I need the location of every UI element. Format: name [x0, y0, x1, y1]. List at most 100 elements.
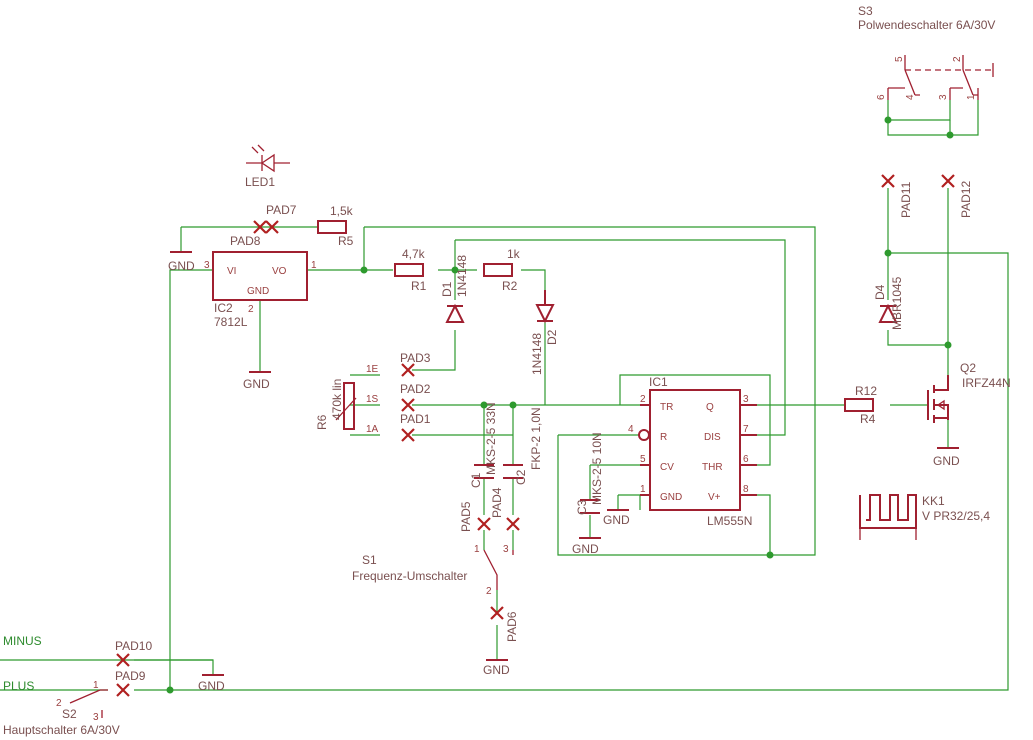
gnd-symbols: GND GND GND GND GND GND GND: [168, 251, 960, 693]
svg-text:R12: R12: [855, 384, 877, 398]
svg-text:V+: V+: [708, 492, 721, 503]
svg-text:6: 6: [876, 94, 887, 100]
svg-text:PAD2: PAD2: [400, 382, 431, 396]
svg-text:1,5k: 1,5k: [330, 204, 354, 218]
svg-text:C3: C3: [575, 499, 589, 515]
svg-text:MBR1045: MBR1045: [890, 276, 904, 330]
svg-text:3: 3: [938, 94, 949, 100]
svg-text:KK1: KK1: [922, 494, 945, 508]
svg-text:PAD9: PAD9: [115, 669, 146, 683]
svg-text:PAD6: PAD6: [505, 611, 519, 642]
svg-text:1A: 1A: [366, 424, 379, 435]
svg-text:7812L: 7812L: [214, 315, 248, 329]
svg-text:5: 5: [640, 454, 646, 465]
svg-text:GND: GND: [603, 513, 630, 527]
svg-text:PAD11: PAD11: [899, 181, 913, 218]
svg-text:LED1: LED1: [245, 175, 275, 189]
led1: LED1: [245, 144, 290, 189]
svg-text:1k: 1k: [507, 247, 521, 261]
r1-resistor: 4,7k R1: [394, 247, 427, 293]
svg-text:2: 2: [56, 698, 62, 709]
s2-switch: 2 1 3 S2 Hauptschalter 6A/30V: [3, 680, 120, 737]
svg-text:GND: GND: [660, 492, 682, 503]
svg-text:Hauptschalter 6A/30V: Hauptschalter 6A/30V: [3, 723, 120, 737]
svg-text:D1: D1: [440, 281, 454, 297]
svg-text:2: 2: [640, 394, 646, 405]
svg-text:1S: 1S: [366, 394, 379, 405]
svg-text:PAD5: PAD5: [459, 501, 473, 532]
svg-text:VI: VI: [227, 266, 236, 277]
svg-text:PAD1: PAD1: [400, 412, 431, 426]
pads: PAD7 PAD8 PAD3 PAD2 PAD1 PAD5 PAD4 PAD6 …: [115, 174, 973, 697]
net-labels: MINUS PLUS: [3, 634, 42, 693]
svg-text:1E: 1E: [366, 364, 379, 375]
d2-diode: D2 1N4148: [530, 290, 559, 375]
r2-resistor: 1k R2: [483, 247, 521, 293]
svg-text:8: 8: [743, 484, 749, 495]
r12-resistor: R12 R4: [844, 384, 877, 426]
kk1-heatsink: KK1 V PR32/25,4: [859, 494, 990, 540]
svg-text:PAD12: PAD12: [959, 181, 973, 218]
r5-resistor: 1,5k R5: [317, 204, 354, 248]
svg-text:Q: Q: [706, 402, 714, 413]
svg-text:PAD7: PAD7: [266, 203, 297, 217]
svg-text:5: 5: [894, 56, 905, 62]
svg-text:S3: S3: [858, 4, 873, 18]
svg-text:C1: C1: [469, 472, 483, 488]
svg-text:FKP-2 1,0N: FKP-2 1,0N: [529, 407, 543, 470]
svg-text:CV: CV: [660, 462, 674, 473]
d1-diode: D1 1N4148: [440, 255, 469, 323]
svg-text:1N4148: 1N4148: [455, 255, 469, 297]
svg-text:MKS-2-5 10N: MKS-2-5 10N: [590, 432, 604, 505]
wires: [0, 100, 1009, 691]
svg-text:4: 4: [628, 424, 634, 435]
ic1-555-timer: TR R CV GND Q DIS THR V+ 2 4 5 1 3 7 6 8…: [628, 375, 757, 528]
svg-text:IRFZ44N: IRFZ44N: [962, 376, 1011, 390]
svg-text:Polwendeschalter 6A/30V: Polwendeschalter 6A/30V: [858, 18, 995, 32]
svg-text:R5: R5: [338, 234, 354, 248]
svg-text:Frequenz-Umschalter: Frequenz-Umschalter: [352, 569, 467, 583]
svg-text:R6: R6: [315, 414, 329, 430]
svg-text:4,7k: 4,7k: [402, 247, 426, 261]
svg-text:GND: GND: [247, 286, 269, 297]
svg-text:PLUS: PLUS: [3, 679, 34, 693]
svg-text:GND: GND: [198, 679, 225, 693]
svg-text:GND: GND: [483, 663, 510, 677]
junctions: [166, 116, 954, 694]
svg-text:VO: VO: [272, 266, 287, 277]
svg-text:2: 2: [952, 56, 963, 62]
svg-text:C2: C2: [514, 469, 528, 485]
svg-text:GND: GND: [168, 259, 195, 273]
svg-text:1N4148: 1N4148: [530, 333, 544, 375]
s3-pole-switch: 5 2 6 4 3 1 S3 Polwendeschalter 6A/30V: [858, 4, 995, 100]
svg-text:R4: R4: [860, 412, 876, 426]
svg-text:IC1: IC1: [649, 375, 668, 389]
r6-potentiometer: 1E 1S 1A R6 470k lin: [315, 364, 379, 435]
svg-text:MKS-2-5 33N: MKS-2-5 33N: [484, 402, 498, 475]
svg-text:PAD4: PAD4: [490, 487, 504, 518]
svg-text:DIS: DIS: [704, 432, 721, 443]
svg-text:1: 1: [640, 484, 646, 495]
svg-text:1: 1: [474, 544, 480, 555]
svg-text:3: 3: [93, 712, 99, 723]
svg-text:D2: D2: [545, 329, 559, 345]
svg-text:3: 3: [503, 544, 509, 555]
svg-text:D4: D4: [873, 284, 887, 300]
c2-capacitor: C2 FKP-2 1,0N: [503, 407, 543, 485]
svg-text:R: R: [660, 432, 667, 443]
ic2-regulator: VI VO GND 3 1 2 IC2 7812L: [204, 251, 317, 329]
svg-text:R2: R2: [502, 279, 518, 293]
svg-text:1: 1: [966, 94, 977, 100]
svg-text:2: 2: [248, 304, 254, 315]
svg-text:IC2: IC2: [214, 301, 233, 315]
svg-text:GND: GND: [243, 377, 270, 391]
svg-text:V PR32/25,4: V PR32/25,4: [922, 509, 990, 523]
svg-text:3: 3: [743, 394, 749, 405]
svg-text:6: 6: [743, 454, 749, 465]
svg-text:2: 2: [486, 586, 492, 597]
svg-text:MINUS: MINUS: [3, 634, 42, 648]
c3-capacitor: C3 MKS-2-5 10N: [575, 432, 604, 515]
q2-mosfet: Q2 IRFZ44N: [927, 361, 1011, 423]
svg-text:PAD8: PAD8: [230, 234, 261, 248]
